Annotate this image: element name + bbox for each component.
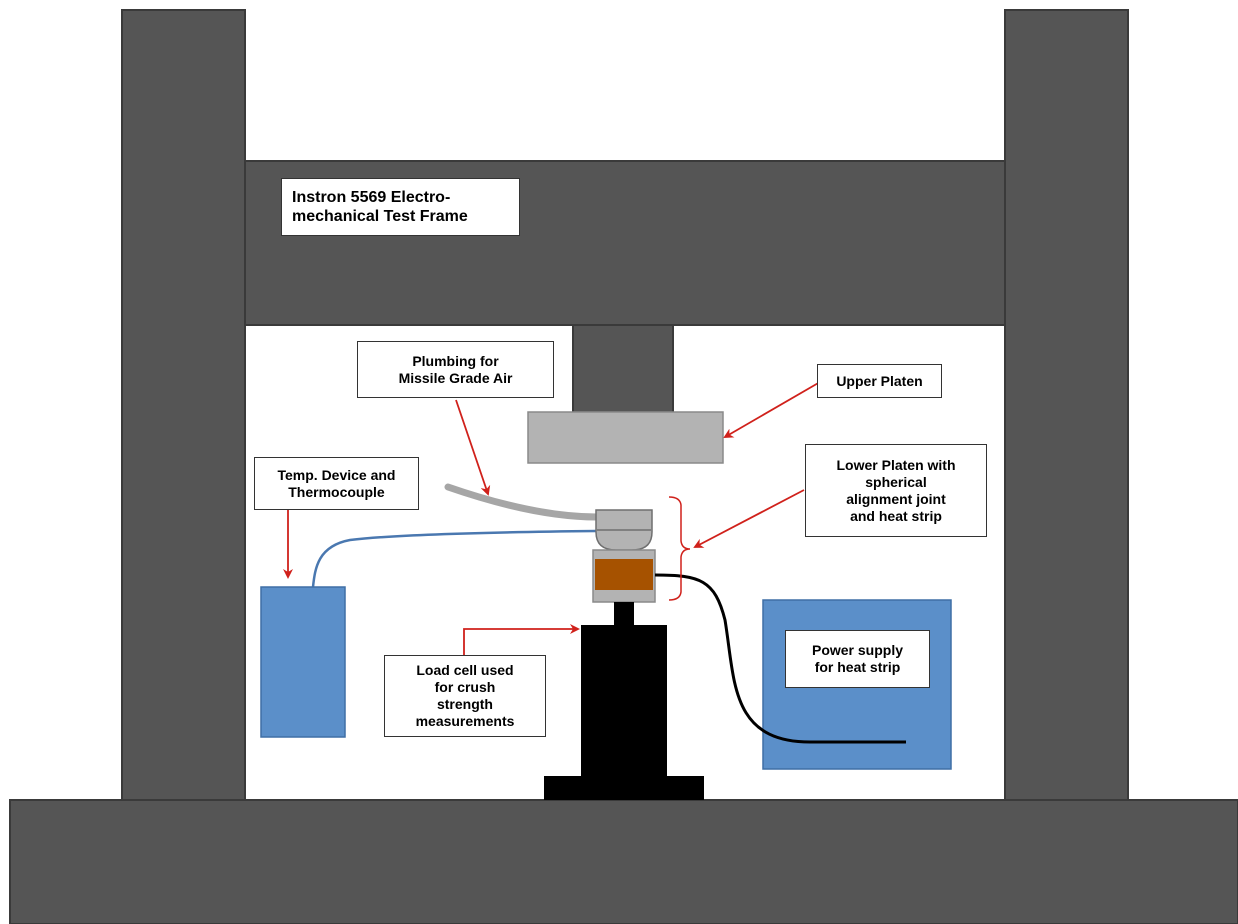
upper-platen (527, 411, 724, 464)
lower-platen-arrow (693, 489, 805, 548)
plumbing-label: Plumbing for Missile Grade Air (357, 341, 554, 398)
load-cell-arrow (463, 624, 580, 657)
base (9, 799, 1238, 924)
upper-platen-label: Upper Platen (817, 364, 942, 398)
upper-platen-shaft (572, 324, 674, 414)
load-cell-label: Load cell used for crush strength measur… (384, 655, 546, 737)
power-supply-label: Power supply for heat strip (785, 630, 930, 688)
load-cell-base (544, 776, 704, 800)
heat-strip-cable (654, 573, 906, 744)
right-column (1004, 9, 1129, 803)
test-frame-label: Instron 5569 Electro- mechanical Test Fr… (281, 178, 520, 236)
plumbing-arrow (455, 399, 491, 496)
load-cell-neck (614, 602, 634, 626)
air-plumbing-line (444, 483, 601, 521)
heat-strip (595, 559, 653, 590)
lower-assembly-bracket (668, 496, 691, 601)
thermocouple-wire (311, 529, 597, 588)
left-column (121, 9, 246, 803)
upper-platen-arrow (723, 381, 821, 439)
temp-device-box (260, 586, 346, 738)
lower-platen-label: Lower Platen with spherical alignment jo… (805, 444, 987, 537)
load-cell (581, 625, 667, 777)
temp-device-label: Temp. Device and Thermocouple (254, 457, 419, 510)
